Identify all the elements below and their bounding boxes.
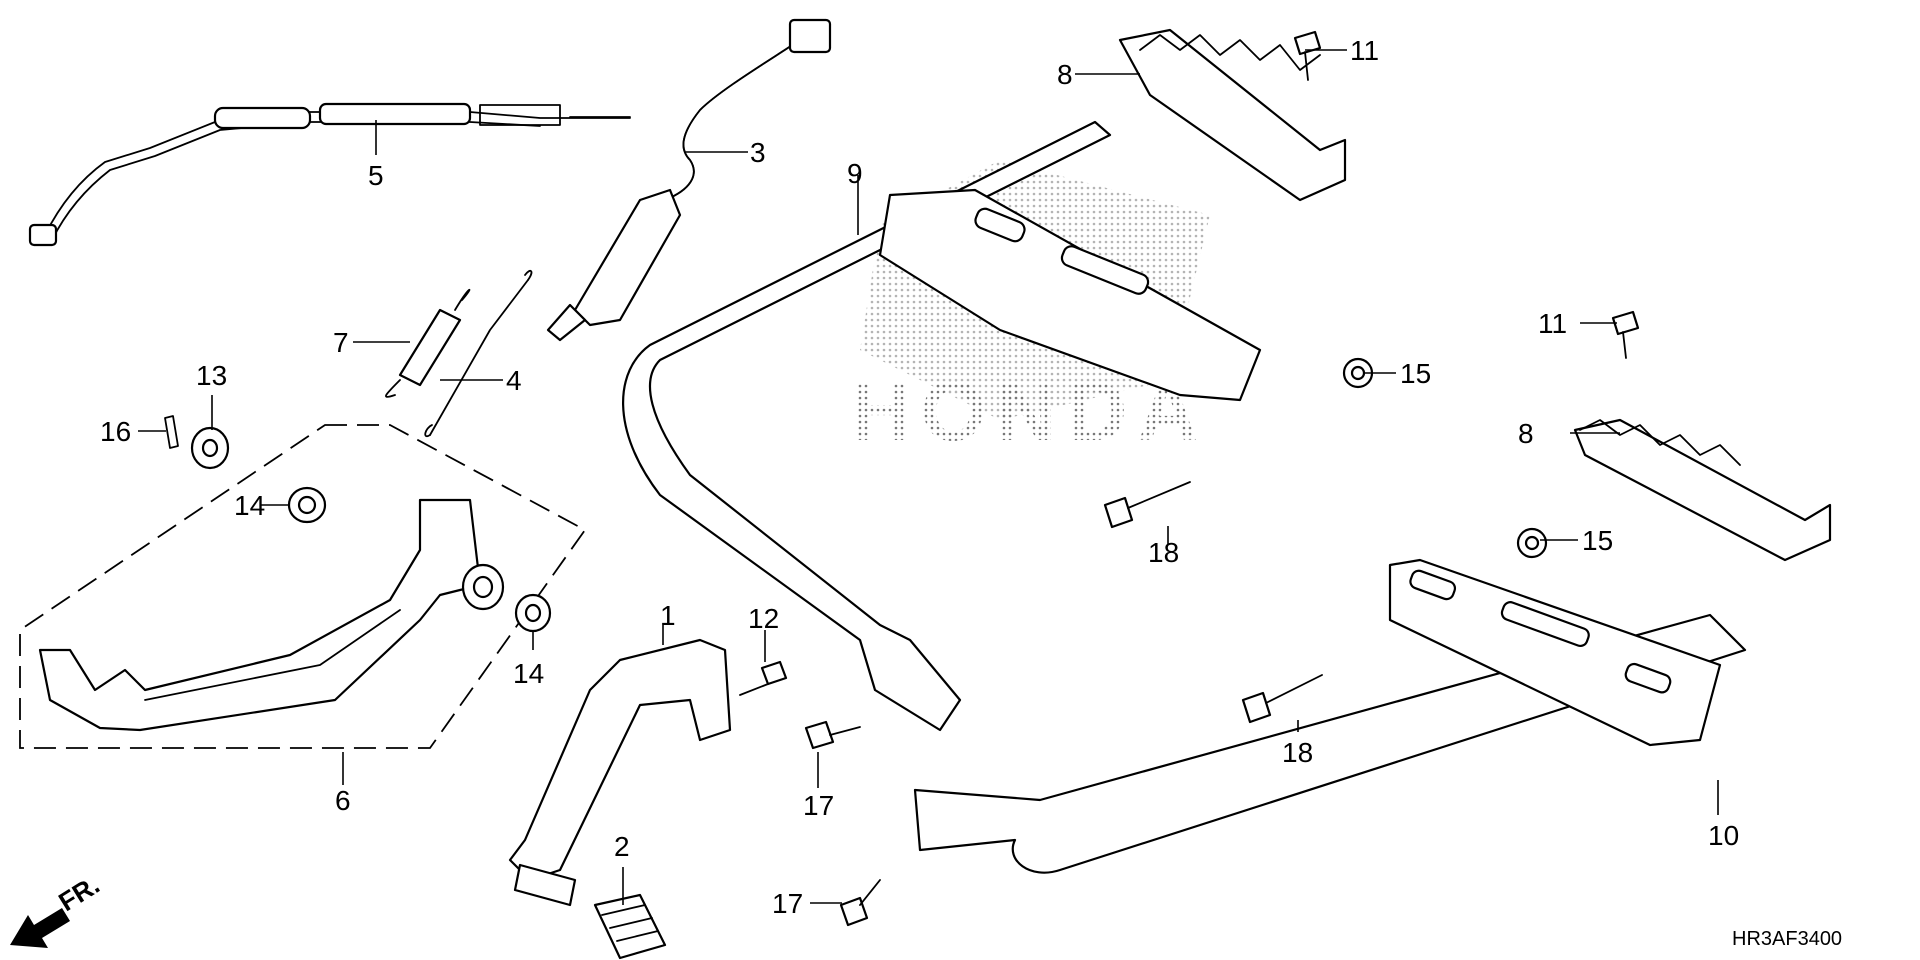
pedal-arm-part <box>508 638 732 907</box>
bolt-12-part <box>739 660 788 696</box>
callout-16: 16 <box>100 416 131 447</box>
bolt-11-upper-part <box>1293 30 1322 81</box>
callout-14-upper: 14 <box>234 490 265 521</box>
bolt-17-lower-part <box>839 879 881 927</box>
washer-13-part <box>190 426 230 470</box>
step-plate-8-lower-part <box>1573 418 1832 562</box>
callout-15-lower: 15 <box>1582 525 1613 556</box>
cotter-pin-part <box>164 415 179 449</box>
bushing-14-lower-part <box>514 593 552 633</box>
callout-14-lower: 14 <box>513 658 544 689</box>
bolt-11-lower-part <box>1611 310 1640 359</box>
spring-4-part <box>424 269 533 438</box>
callout-3: 3 <box>750 137 766 168</box>
brake-switch-part <box>546 18 832 342</box>
brake-pedal-assembly-part <box>19 424 587 749</box>
callout-11-upper: 11 <box>1350 35 1379 66</box>
callout-8-upper: 8 <box>1057 59 1073 90</box>
callout-6: 6 <box>335 785 351 816</box>
callout-15-upper: 15 <box>1400 358 1431 389</box>
callout-10: 10 <box>1708 820 1739 851</box>
nut-15-lower-part <box>1516 527 1548 559</box>
step-plate-8-upper-part <box>1118 28 1347 202</box>
bushing-14-upper-part <box>287 486 327 524</box>
callout-17-lower: 17 <box>772 888 803 919</box>
spring-7-part <box>385 289 471 398</box>
callout-13: 13 <box>196 360 227 391</box>
callout-1: 1 <box>660 600 676 631</box>
leader-lines <box>138 49 1719 905</box>
callout-12: 12 <box>748 603 779 634</box>
callout-9: 9 <box>847 158 863 189</box>
pedal-rubber-part <box>593 893 667 960</box>
bolt-17-upper-part <box>804 720 861 750</box>
bolt-18-lower-part <box>1241 674 1323 724</box>
callout-17-upper: 17 <box>803 790 834 821</box>
callout-8-lower: 8 <box>1518 418 1534 449</box>
callout-7: 7 <box>333 327 349 358</box>
callout-18-lower: 18 <box>1282 737 1313 768</box>
callout-4: 4 <box>506 365 522 396</box>
callout-2: 2 <box>614 831 630 862</box>
diagram-code: HR3AF3400 <box>1732 928 1842 950</box>
step-frame-10-part <box>913 558 1747 874</box>
callout-5: 5 <box>368 160 384 191</box>
bolt-18-upper-part <box>1103 481 1191 529</box>
brake-cable-part <box>28 102 631 247</box>
step-frame-9-part <box>622 120 1262 732</box>
callout-18-upper: 18 <box>1148 537 1179 568</box>
callout-11-lower: 11 <box>1538 308 1567 339</box>
callout-labels: 1 2 3 4 5 6 7 8 8 9 10 11 11 12 13 14 14… <box>100 35 1739 919</box>
front-direction-arrow-icon <box>10 908 70 948</box>
